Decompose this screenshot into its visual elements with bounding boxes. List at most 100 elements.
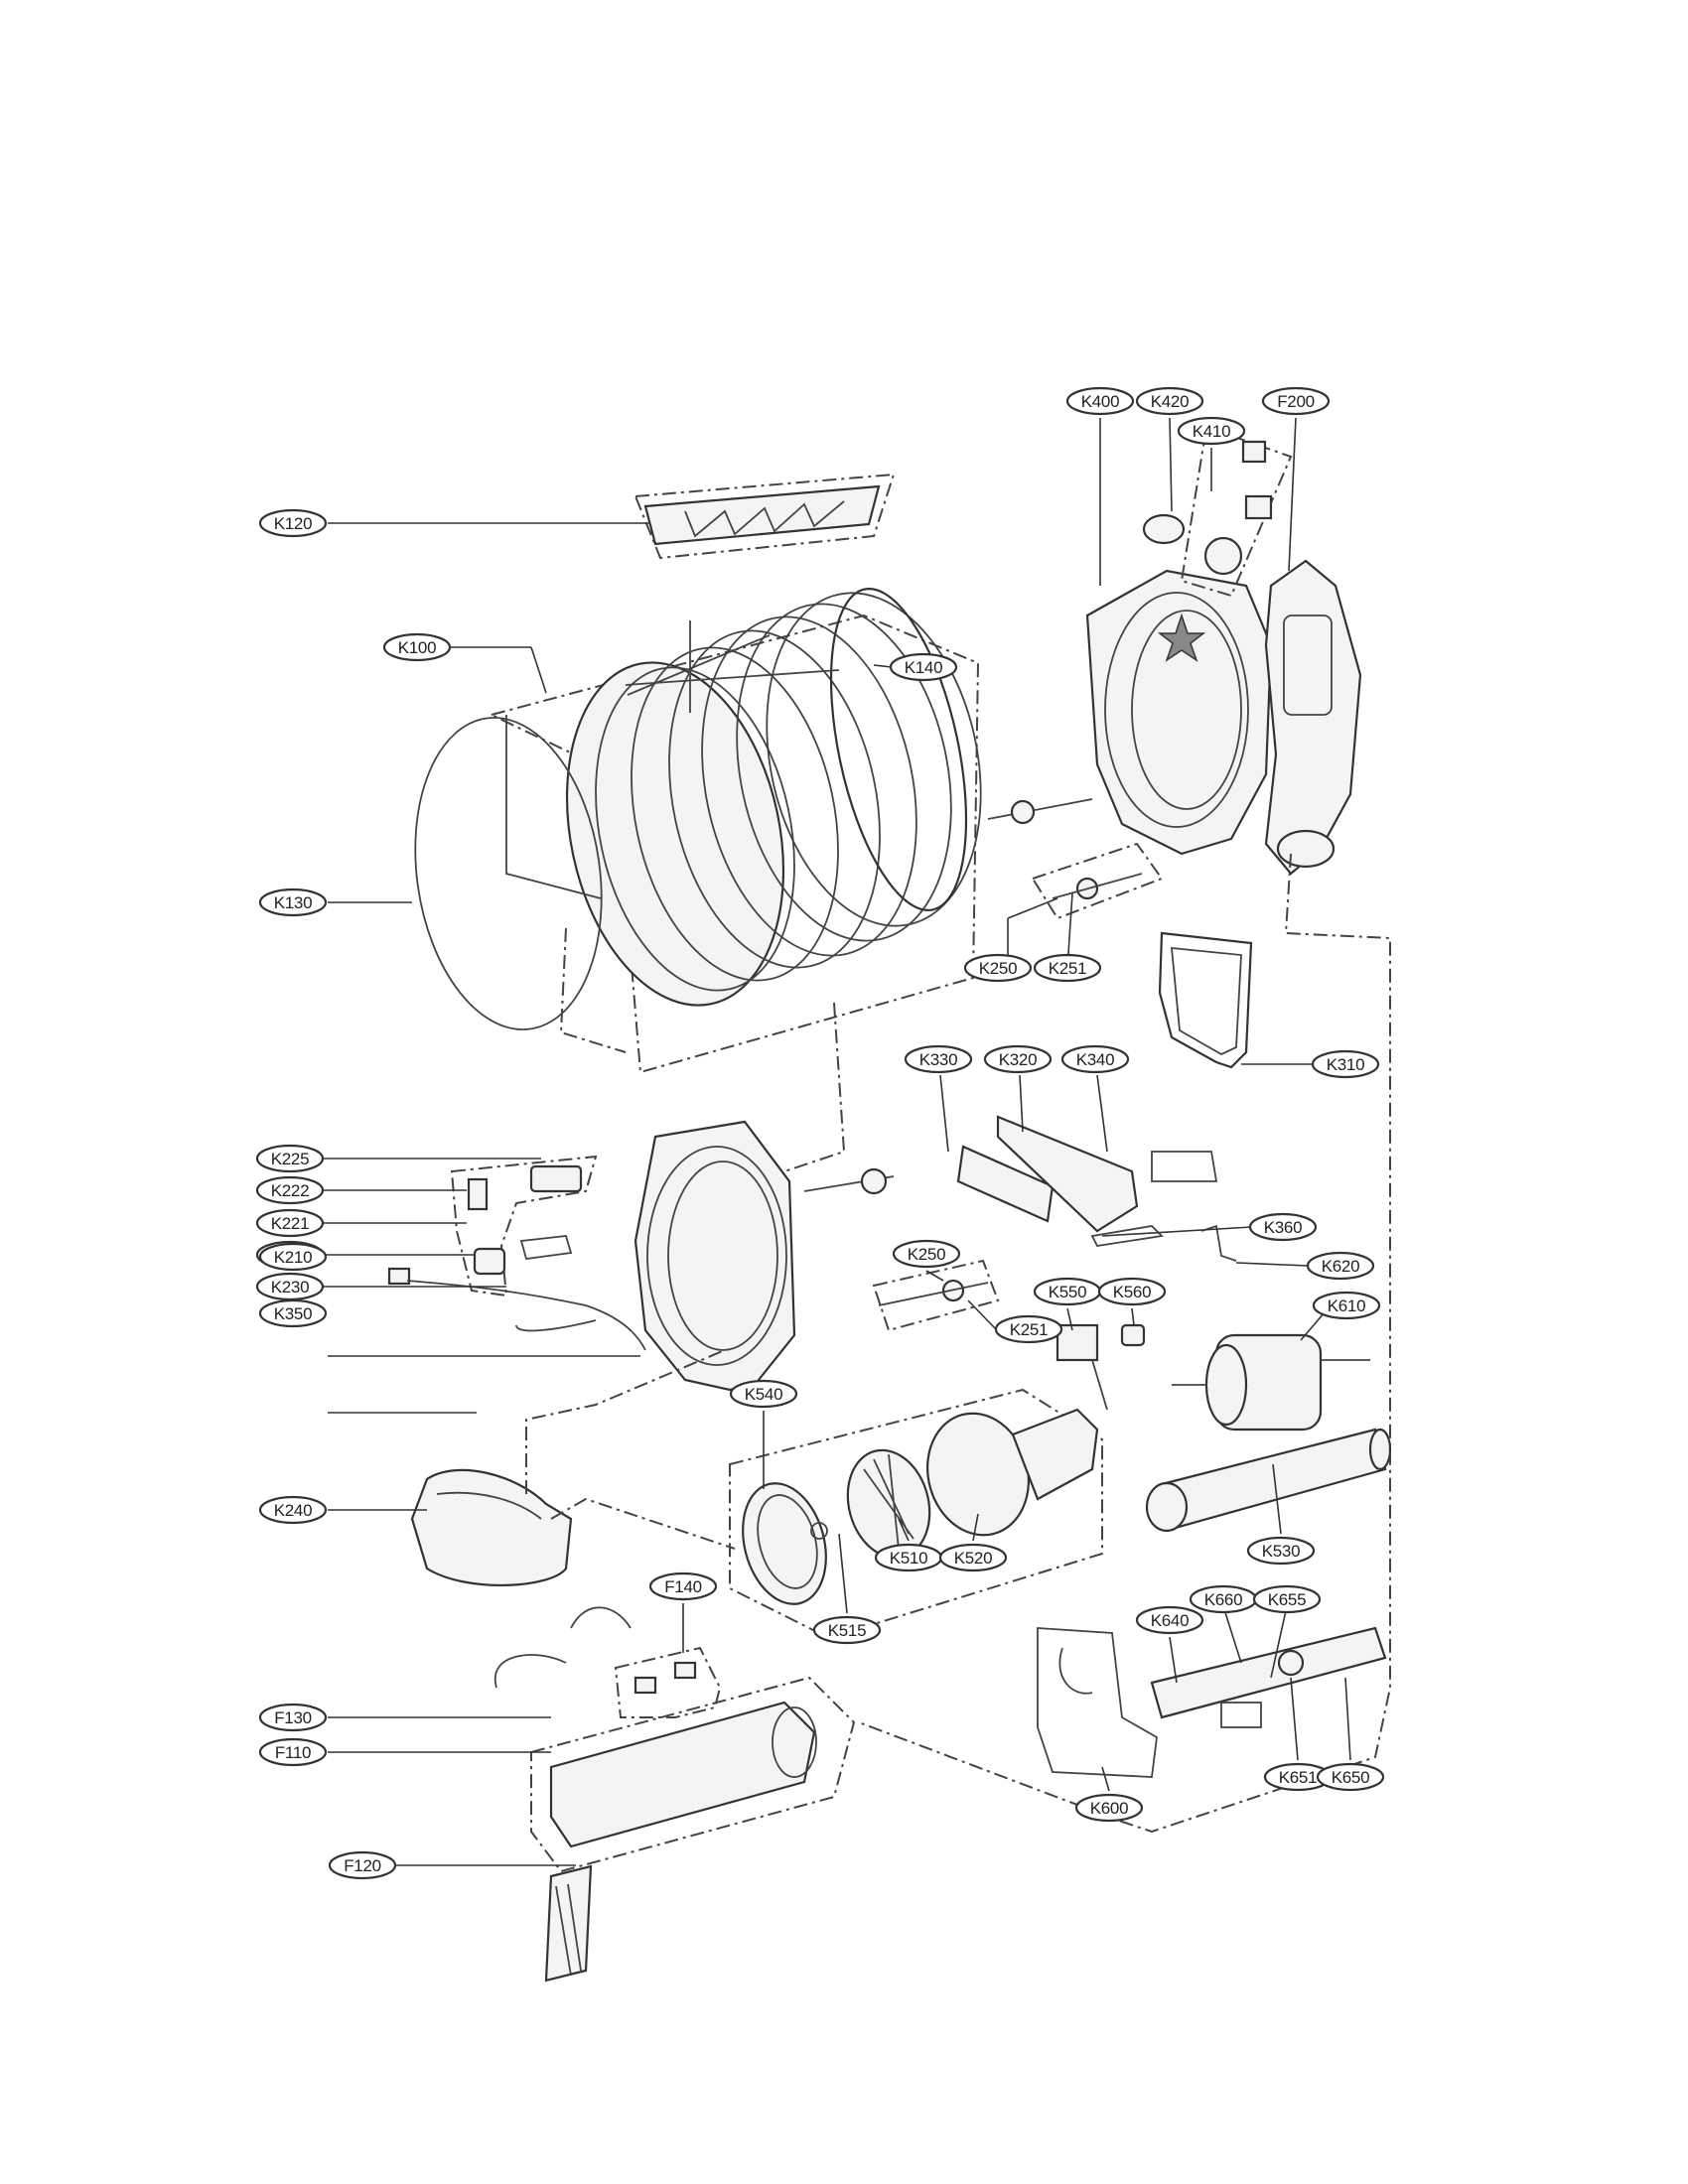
callout-label: K250 <box>979 959 1018 978</box>
part-k550-switch <box>1055 1323 1108 1411</box>
callout-f110: F110 <box>258 1737 328 1767</box>
part-drawings <box>387 425 1392 1982</box>
callout-k510: K510 <box>874 1543 943 1572</box>
callout-k650: K650 <box>1316 1762 1385 1792</box>
callout-k651: K651 <box>1263 1762 1333 1792</box>
callout-label: K340 <box>1076 1050 1115 1069</box>
part-f140-thermostat <box>614 1646 722 1718</box>
callout-label: F200 <box>1277 392 1315 411</box>
part-k600-mount <box>1037 1627 1158 1778</box>
callout-k130: K130 <box>258 887 328 917</box>
callout-f140: F140 <box>648 1571 718 1601</box>
callout-k655: K655 <box>1252 1584 1322 1614</box>
callout-k400: K400 <box>1065 386 1135 416</box>
part-k400-rear-bulkhead <box>1085 569 1273 856</box>
callout-k240: K240 <box>258 1495 328 1525</box>
part-k250-shaft-upper <box>987 798 1164 920</box>
callout-label: K540 <box>745 1385 783 1404</box>
callout-label: K140 <box>905 658 943 677</box>
callout-k140: K140 <box>889 652 958 682</box>
part-k420-clip <box>1142 513 1186 545</box>
callout-k410: K410 <box>1177 416 1246 446</box>
callout-label: K560 <box>1113 1283 1152 1301</box>
callout-k250b: K250 <box>892 1239 961 1269</box>
part-k240-housing <box>410 1468 573 1587</box>
callout-k350: K350 <box>258 1298 328 1328</box>
part-k210-front-bulkhead <box>633 1120 796 1392</box>
callout-k520: K520 <box>938 1543 1008 1572</box>
part-k130-seal <box>414 715 603 1030</box>
callout-k250a: K250 <box>963 953 1033 983</box>
callout-label: K550 <box>1049 1283 1087 1301</box>
callout-label: K610 <box>1328 1297 1366 1315</box>
callout-label: K350 <box>274 1304 313 1323</box>
part-blower-group <box>729 1388 1103 1640</box>
callout-label: K230 <box>271 1278 310 1297</box>
callout-label: K530 <box>1262 1542 1301 1561</box>
part-k350-harness <box>387 1267 646 1351</box>
callout-label: K510 <box>890 1549 928 1568</box>
callout-k600: K600 <box>1074 1793 1144 1823</box>
callout-k660: K660 <box>1189 1584 1258 1614</box>
callout-f120: F120 <box>328 1850 397 1880</box>
part-k225-group <box>450 1155 598 1297</box>
callout-label: F130 <box>274 1708 312 1727</box>
part-k610-motor <box>1172 1333 1370 1432</box>
callout-label: K400 <box>1081 392 1120 411</box>
callout-label: K210 <box>274 1248 313 1267</box>
callout-label: K600 <box>1090 1799 1129 1818</box>
callout-label: K221 <box>271 1214 310 1233</box>
callout-label: K251 <box>1010 1320 1049 1339</box>
callout-k610: K610 <box>1312 1291 1381 1320</box>
callout-label: K520 <box>954 1549 993 1568</box>
callout-label: K240 <box>274 1501 313 1520</box>
part-k410-bracket <box>1180 425 1293 598</box>
callout-label: K130 <box>274 893 313 912</box>
callout-k120: K120 <box>258 508 328 538</box>
callout-k550: K550 <box>1033 1277 1102 1306</box>
callout-label: K250 <box>908 1245 946 1264</box>
callout-k420: K420 <box>1135 386 1204 416</box>
callout-k210: K210 <box>258 1242 328 1272</box>
part-k560-sensor <box>1120 1323 1146 1347</box>
callout-label: K225 <box>271 1150 310 1168</box>
callout-label: K660 <box>1204 1590 1243 1609</box>
callout-k221: K221 <box>255 1208 325 1238</box>
callout-label: K640 <box>1151 1611 1190 1630</box>
callout-label: K100 <box>398 638 437 657</box>
part-filter-screen <box>956 1115 1218 1247</box>
callout-label: K360 <box>1264 1218 1303 1237</box>
callout-k340: K340 <box>1060 1044 1130 1074</box>
callout-k360: K360 <box>1248 1212 1318 1242</box>
part-k310-filter-frame <box>1158 931 1253 1069</box>
callout-f200: F200 <box>1261 386 1331 416</box>
callout-k251b: K251 <box>994 1314 1063 1344</box>
callout-k640: K640 <box>1135 1605 1204 1635</box>
callout-k620: K620 <box>1306 1251 1375 1281</box>
callout-label: K410 <box>1193 422 1231 441</box>
callout-label: K655 <box>1268 1590 1307 1609</box>
callout-label: K320 <box>999 1050 1038 1069</box>
part-f120-heater-element <box>544 1864 593 1982</box>
callout-k100: K100 <box>382 632 452 662</box>
callout-k515: K515 <box>812 1615 882 1645</box>
callout-k251a: K251 <box>1033 953 1102 983</box>
callout-k225: K225 <box>255 1144 325 1173</box>
callout-k310: K310 <box>1311 1049 1380 1079</box>
callout-k320: K320 <box>983 1044 1053 1074</box>
callout-label: F140 <box>664 1577 702 1596</box>
callout-k230: K230 <box>255 1272 325 1301</box>
callout-label: K251 <box>1049 959 1087 978</box>
part-k250-shaft-lower <box>803 1167 1000 1332</box>
callout-label: K620 <box>1322 1257 1360 1276</box>
callout-label: K651 <box>1279 1768 1318 1787</box>
part-k650-idler <box>1150 1626 1387 1728</box>
part-k120-bracket <box>633 473 896 560</box>
callout-label: F110 <box>275 1743 311 1762</box>
part-f200-duct <box>1264 559 1362 876</box>
part-wire-harness <box>493 1606 632 1689</box>
callout-k560: K560 <box>1097 1277 1167 1306</box>
callout-label: K420 <box>1151 392 1190 411</box>
